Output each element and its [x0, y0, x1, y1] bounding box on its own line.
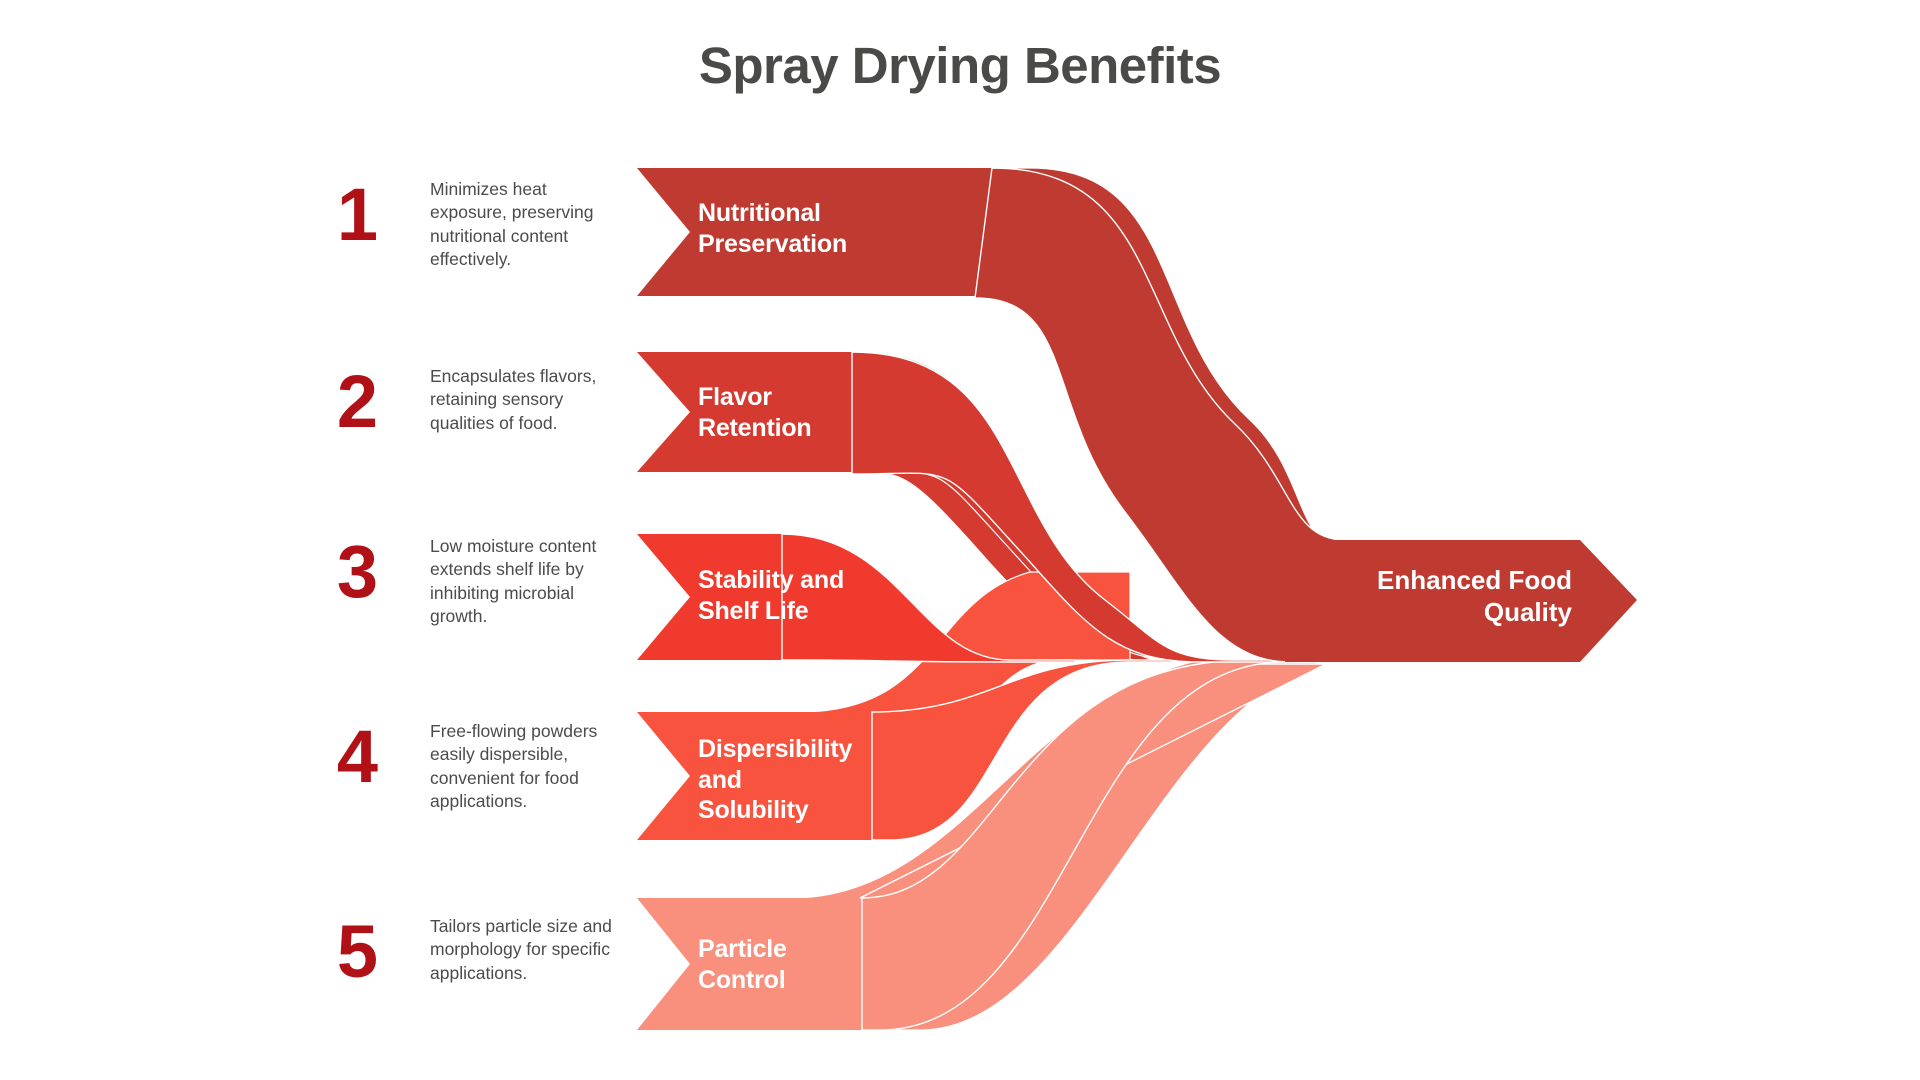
- band-label-4-line1: Dispersibility: [698, 735, 853, 763]
- ribbon-left-chevrons: [637, 168, 1000, 1030]
- band-label-3-line2: Shelf Life: [698, 596, 809, 625]
- band-label-1-line2: Preservation: [698, 229, 848, 258]
- benefit-description-3: Low moisture content extends shelf life …: [430, 536, 597, 626]
- benefit-number-3: 3: [336, 530, 378, 613]
- benefit-row-2: 2 Encapsulates flavors, retaining sensor…: [0, 365, 640, 439]
- band-label-5-line2: Control: [698, 965, 786, 994]
- band-label-2-line2: Retention: [698, 413, 812, 442]
- band-label-5-line1: Particle: [698, 935, 787, 963]
- benefit-description-4: Free-flowing powders easily dispersible,…: [430, 721, 598, 811]
- benefit-number-4: 4: [336, 715, 378, 798]
- band-label-3-line1: Stability and: [698, 566, 845, 594]
- band-label-2: Flavor Retention: [698, 382, 812, 443]
- band-label-1-line1: Nutritional: [698, 199, 821, 227]
- band-label-4-line2: and: [698, 765, 742, 794]
- benefit-row-5: 5 Tailors particle size and morphology f…: [0, 915, 640, 989]
- page-title: Spray Drying Benefits: [698, 37, 1222, 94]
- chevron-band-5: [637, 898, 870, 1030]
- benefit-description-5: Tailors particle size and morphology for…: [430, 916, 612, 983]
- target-label-line2: Quality: [1483, 596, 1572, 627]
- chevron-band-3: [637, 534, 790, 660]
- band-label-3: Stability and Shelf Life: [698, 565, 844, 626]
- target-label: Enhanced Food Quality: [1292, 565, 1572, 628]
- benefit-row-3: 3 Low moisture content extends shelf lif…: [0, 535, 640, 626]
- chevron-band-1: [637, 168, 1000, 296]
- benefit-row-4: 4 Free-flowing powders easily dispersibl…: [0, 720, 640, 811]
- chevron-band-4: [637, 712, 880, 840]
- band-label-2-line1: Flavor: [698, 383, 772, 411]
- target-arrow: [1285, 540, 1637, 662]
- benefit-description-1: Minimizes heat exposure, preserving nutr…: [430, 179, 594, 269]
- benefit-number-2: 2: [336, 360, 378, 443]
- band-label-4: Dispersibility and Solubility: [698, 734, 852, 826]
- connector-band-3: [781, 533, 1076, 663]
- benefit-description-2: Encapsulates flavors, retaining sensory …: [430, 366, 597, 433]
- benefit-number-1: 1: [336, 173, 378, 256]
- chevron-band-2: [637, 352, 860, 472]
- benefit-number-5: 5: [336, 910, 378, 993]
- target-label-line1: Enhanced Food: [1377, 565, 1572, 595]
- band-label-1: Nutritional Preservation: [698, 198, 847, 259]
- band-label-5: Particle Control: [698, 934, 787, 995]
- connector-band-4: [871, 659, 1191, 841]
- benefit-row-1: 1 Minimizes heat exposure, preserving nu…: [0, 178, 640, 269]
- band-label-4-line3: Solubility: [698, 796, 809, 824]
